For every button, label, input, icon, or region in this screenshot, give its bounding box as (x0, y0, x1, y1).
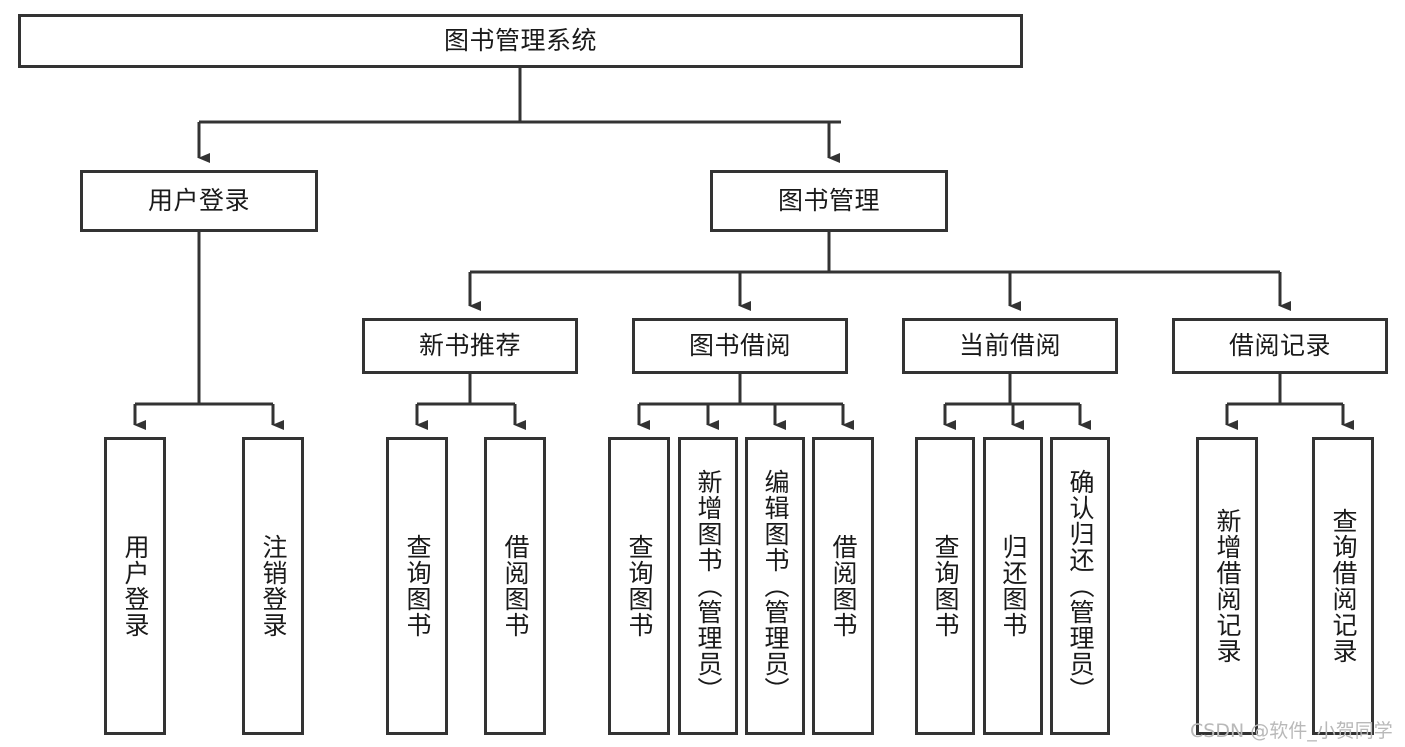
node-borrow-record[interactable]: 借阅记录 (1172, 318, 1388, 374)
node-leaf-borrow-query-book[interactable]: 查询图书 (608, 437, 670, 735)
node-label: 查询借阅记录 (1329, 508, 1358, 664)
node-label: 编辑图书（管理员） (761, 469, 790, 703)
node-leaf-recommend-query-book[interactable]: 查询图书 (386, 437, 448, 735)
node-leaf-add-borrow-record[interactable]: 新增借阅记录 (1196, 437, 1258, 735)
node-leaf-recommend-borrow-book[interactable]: 借阅图书 (484, 437, 546, 735)
node-label: 查询图书 (403, 534, 432, 638)
node-leaf-user-logout[interactable]: 注销登录 (242, 437, 304, 735)
node-leaf-return-book[interactable]: 归还图书 (983, 437, 1043, 735)
node-user-login[interactable]: 用户登录 (80, 170, 318, 232)
edges-current-to-leaves (943, 374, 1091, 430)
node-label: 新增图书（管理员） (694, 469, 723, 703)
node-book-borrow[interactable]: 图书借阅 (632, 318, 848, 374)
node-label: 查询图书 (625, 534, 654, 638)
node-label: 当前借阅 (958, 331, 1061, 361)
node-leaf-add-book-admin[interactable]: 新增图书（管理员） (678, 437, 738, 735)
node-new-book-recommend[interactable]: 新书推荐 (362, 318, 578, 374)
node-label: 借阅图书 (829, 534, 858, 638)
node-label: 新增借阅记录 (1213, 508, 1242, 664)
node-current-borrow[interactable]: 当前借阅 (902, 318, 1118, 374)
node-leaf-confirm-return-admin[interactable]: 确认归还（管理员） (1050, 437, 1110, 735)
node-leaf-user-login[interactable]: 用户登录 (104, 437, 166, 735)
node-leaf-borrow-book[interactable]: 借阅图书 (812, 437, 874, 735)
node-label: 图书借阅 (688, 331, 791, 361)
node-leaf-edit-book-admin[interactable]: 编辑图书（管理员） (745, 437, 805, 735)
node-label: 归还图书 (999, 534, 1028, 638)
edges-user-to-leaves (133, 232, 284, 430)
node-leaf-current-query-book[interactable]: 查询图书 (915, 437, 975, 735)
node-label: 用户登录 (121, 534, 150, 638)
node-label: 注销登录 (259, 534, 288, 638)
node-label: 借阅记录 (1228, 331, 1331, 361)
node-book-management[interactable]: 图书管理 (710, 170, 948, 232)
node-label: 新书推荐 (418, 331, 521, 361)
node-label: 图书管理 (777, 186, 880, 216)
edges-recommend-to-leaves (415, 374, 526, 430)
node-label: 图书管理系统 (443, 26, 597, 56)
node-label: 确认归还（管理员） (1066, 469, 1095, 703)
node-label: 借阅图书 (501, 534, 530, 638)
node-leaf-query-borrow-record[interactable]: 查询借阅记录 (1312, 437, 1374, 735)
node-label: 查询图书 (931, 534, 960, 638)
edges-book-to-level2 (468, 232, 1291, 311)
edges-record-to-leaves (1225, 374, 1354, 430)
edges-root-to-level1 (197, 68, 841, 163)
edges-borrow-to-leaves (637, 374, 854, 430)
node-label: 用户登录 (147, 186, 250, 216)
node-root-system[interactable]: 图书管理系统 (18, 14, 1023, 68)
